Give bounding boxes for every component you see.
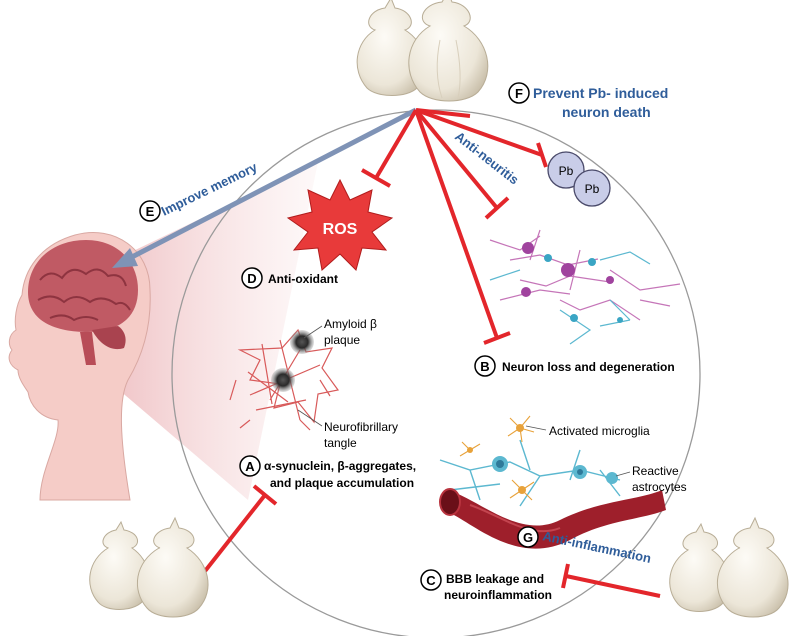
marker-f	[508, 82, 530, 104]
ros-label: ROS	[323, 221, 358, 238]
mechanism-circle	[171, 109, 701, 636]
neuron-loss-label: Neuron loss and degeneration	[502, 360, 675, 374]
anti-inflammation-label: Anti-inflammation	[541, 528, 652, 566]
marker-d	[241, 267, 263, 289]
amyloid-label-line1: Amyloid β	[324, 317, 377, 331]
marker-e-letter: E	[146, 204, 155, 219]
marker-g	[517, 526, 539, 548]
a-label-line1: α-synuclein, β-aggregates,	[264, 459, 416, 473]
astrocytes-label-line1: Reactive	[632, 464, 679, 478]
bbb-label-line2: neuroinflammation	[444, 588, 552, 602]
marker-d-letter: D	[247, 271, 256, 286]
a-label-line2: and plaque accumulation	[270, 476, 414, 490]
microglia-astrocyte-icon	[439, 415, 631, 507]
microglia-label: Activated microglia	[549, 424, 650, 438]
marker-e	[139, 200, 161, 222]
prevent-pb-label-line2: neuron death	[562, 104, 651, 120]
amyloid-plaque-icon	[229, 325, 340, 431]
anti-oxidant-label: Anti-oxidant	[268, 272, 338, 286]
neurofib-label-line2: tangle	[324, 436, 357, 450]
prevent-pb-label-line1: Prevent Pb- induced	[533, 85, 668, 101]
marker-f-letter: F	[515, 86, 523, 101]
garlic-icon	[356, 0, 489, 102]
pb-label-1: Pb	[559, 164, 574, 178]
pb-label-2: Pb	[585, 182, 600, 196]
garlic-icon	[669, 516, 789, 618]
head-brain-icon	[8, 231, 151, 501]
blood-vessel-icon	[439, 488, 666, 549]
marker-a-letter: A	[245, 459, 255, 474]
marker-a	[239, 455, 261, 477]
marker-g-letter: G	[523, 530, 533, 545]
improve-memory-arrow	[112, 107, 418, 268]
neurofib-label-line1: Neurofibrillary	[324, 420, 398, 434]
marker-c-letter: C	[426, 573, 436, 588]
astrocytes-label-line2: astrocytes	[632, 480, 687, 494]
marker-b	[474, 355, 496, 377]
marker-c	[420, 569, 442, 591]
garlic-icon	[89, 516, 209, 618]
neuron-network-icon	[489, 229, 681, 345]
ros-burst-icon	[286, 178, 394, 271]
bbb-label-line1: BBB leakage and	[446, 572, 544, 586]
inhibition-lines	[196, 108, 661, 598]
marker-b-letter: B	[480, 359, 489, 374]
amyloid-label-line2: plaque	[324, 333, 360, 347]
pb-ion-icon	[547, 151, 611, 207]
